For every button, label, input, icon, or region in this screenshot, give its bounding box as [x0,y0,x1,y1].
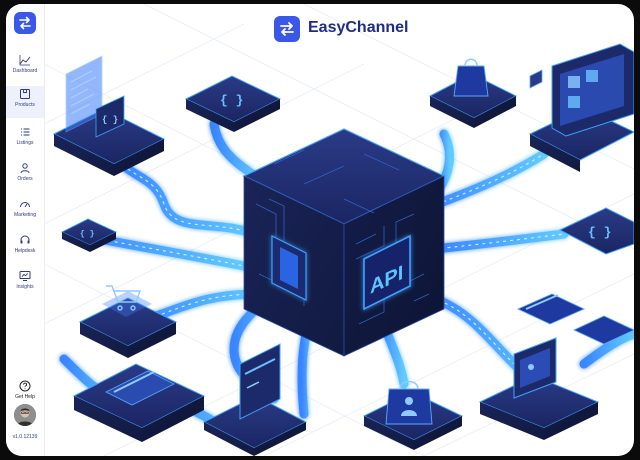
monitor-chart-icon [19,271,31,281]
sidebar-item-label: Products [15,102,35,108]
app-window: Dashboard Products Listings Orders Marke… [6,4,634,456]
shopping-bag-icon [385,388,433,425]
user-icon [528,364,534,370]
app-title: EasyChannel [308,19,409,36]
shopping-bag-user-platform [362,380,464,450]
sidebar-item-label: Insights [16,284,34,290]
store-display-platform [478,337,600,440]
arrows-swap-icon [280,22,294,36]
chart-line-icon [19,55,31,66]
sidebar-item-label: Orders [17,176,33,182]
bag-icon [568,96,580,108]
code-editor-platform: { } [52,55,166,176]
gauge-icon [20,202,30,208]
api-chip [363,234,411,311]
code-braces-icon: { } [220,93,243,108]
credit-card-icon [105,370,175,406]
list-icon [21,128,30,136]
sidebar-item-marketing[interactable]: Marketing [6,196,44,228]
app-logo [274,16,300,42]
arrows-swap-icon [19,16,31,30]
api-hero-illustration: { } { } { } [44,4,634,456]
shopping-bag-platform [428,58,518,128]
tshirt-icon [568,76,580,88]
box-icon [20,89,30,99]
api-cube: API [242,128,446,357]
question-circle-icon [19,380,31,392]
code-braces-icon: { } [80,230,95,239]
shopping-cart-platform [78,285,178,358]
sidebar-item-dashboard[interactable]: Dashboard [6,52,44,84]
sidebar-item-helpdesk[interactable]: Helpdesk [6,232,44,264]
get-help-button[interactable]: Get Help [6,380,44,400]
payment-terminal-platform [202,343,308,456]
shopping-bag-icon [453,65,489,97]
orders-icon [20,163,30,174]
avatar[interactable] [14,404,36,426]
sidebar-item-label: Listings [16,140,34,146]
sidebar-item-label: Helpdesk [14,248,36,254]
user-avatar-icon [14,404,36,426]
credit-card-icon [572,315,634,345]
get-help-label: Get Help [15,394,35,400]
menu-toggle-button[interactable] [14,12,36,34]
storefront-monitor-platform [528,43,634,172]
sidebar-item-label: Marketing [14,212,36,218]
code-braces-icon: { } [588,225,611,240]
credit-cards-right [516,293,634,345]
sidebar-item-insights[interactable]: Insights [6,268,44,300]
user-icon [405,397,413,405]
sidebar-item-label: Dashboard [12,68,38,74]
sidebar-item-orders[interactable]: Orders [6,160,44,192]
shopping-cart-icon [106,285,141,311]
braces-platform-left: { } [60,218,118,252]
credit-card-platform [72,363,206,442]
version-label: v1.0.12139 [12,434,38,440]
shopping-cart-icon [586,70,598,82]
cart-tile-icon [529,69,543,89]
credit-card-icon [239,343,281,420]
headset-icon [20,235,30,244]
sidebar: Dashboard Products Listings Orders Marke… [6,4,45,456]
sidebar-item-listings[interactable]: Listings [6,124,44,156]
braces-platform-right: { } [558,207,634,255]
code-braces-icon: { } [102,115,118,125]
credit-card-icon [516,293,586,325]
braces-platform-top: { } [184,75,282,132]
sidebar-item-products[interactable]: Products [6,86,44,118]
